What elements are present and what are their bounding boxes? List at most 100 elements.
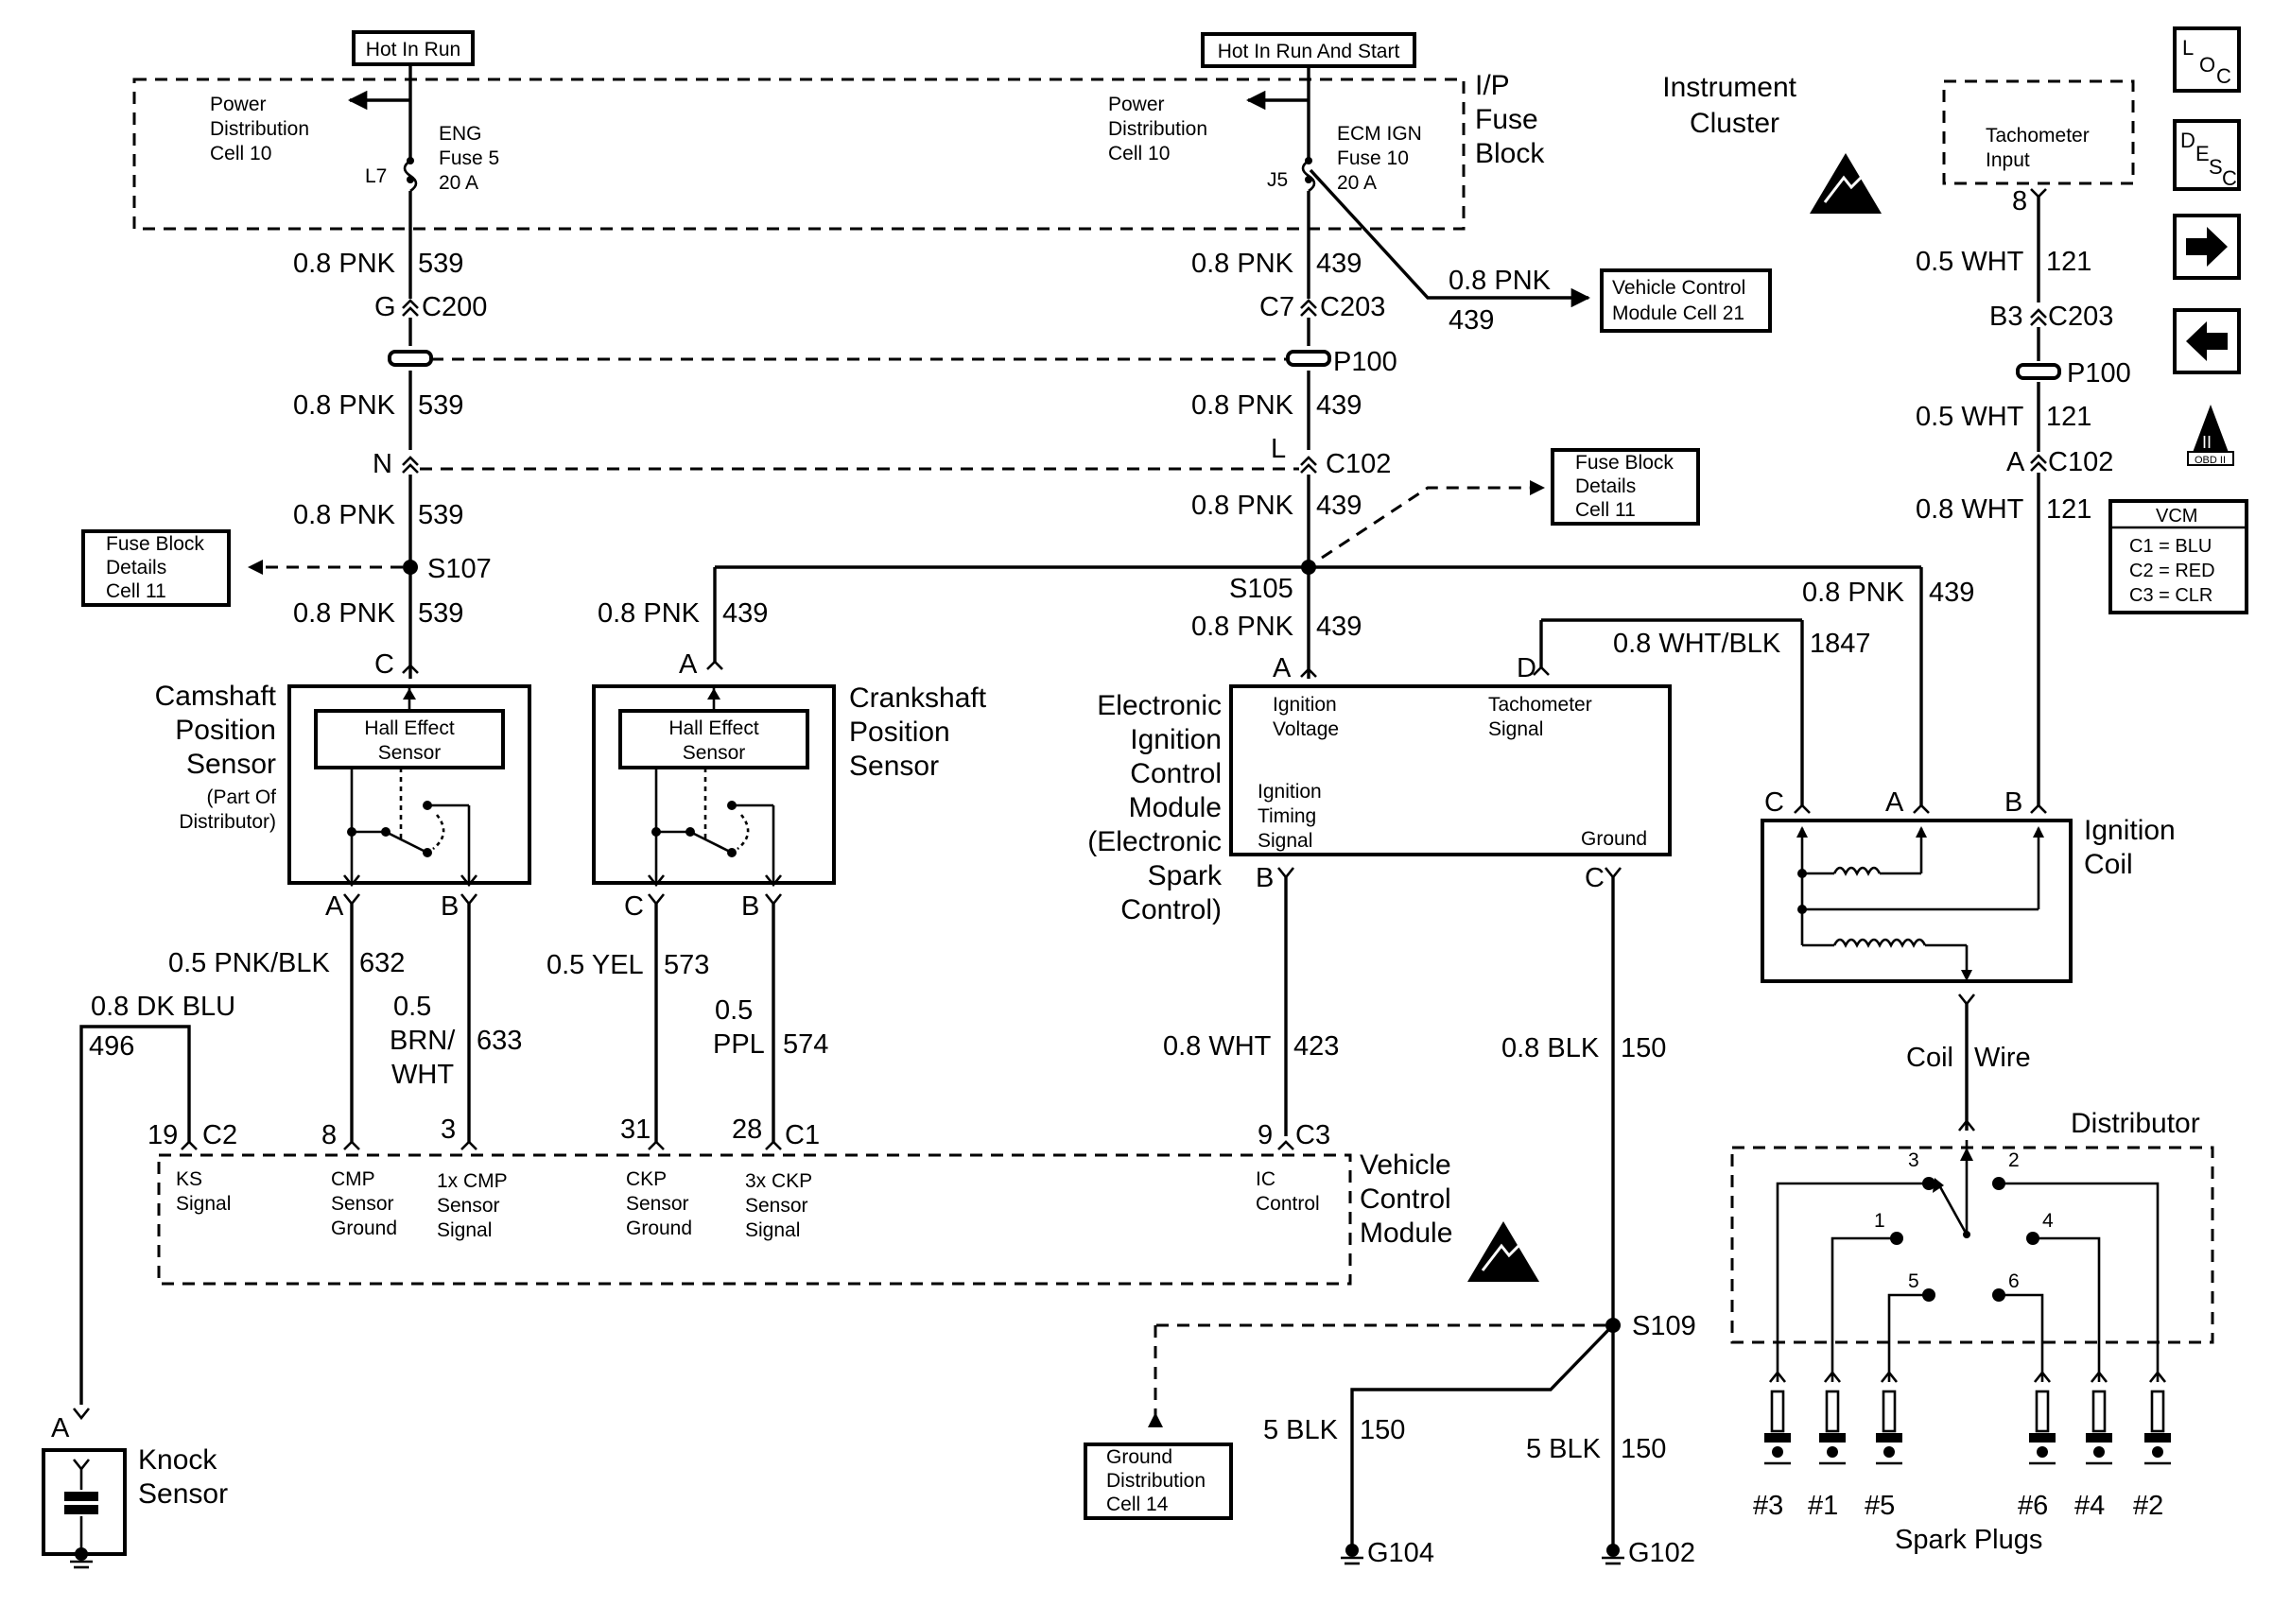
ecm-fuse-label-3: 20 A — [1337, 172, 1377, 194]
conn-c203-tach: C203 — [2048, 302, 2113, 332]
ground-dist-1: Ground — [1106, 1446, 1172, 1468]
wire-573-circuit: 573 — [664, 950, 709, 980]
obd-ii-icon: II OBD II — [2187, 405, 2234, 466]
esd-icon — [1467, 1221, 1539, 1282]
wire-539-color-1: 0.8 PNK — [293, 249, 396, 279]
eicm-timing-2: Timing — [1258, 805, 1316, 827]
ip-fuse-block: I/P Fuse Block — [132, 70, 1545, 231]
right-pdc-label-3: Cell 10 — [1108, 143, 1170, 164]
ground-circuit: S109 5 BLK 150 5 BLK 150 G104 G102 — [1148, 1311, 1696, 1568]
wire-121-color-1: 0.5 WHT — [1916, 247, 2024, 277]
vcm-pin-8: 8 — [321, 1120, 337, 1150]
knock-sensor-label-1: Knock — [138, 1444, 217, 1476]
svg-text:E: E — [2195, 142, 2210, 165]
vehicle-control-module: Vehicle Control Module KS Signal CMP Sen… — [147, 1114, 1539, 1286]
next-page-icon[interactable] — [2173, 214, 2241, 280]
instrument-cluster: Instrument Cluster Tachometer Input — [1662, 72, 2135, 214]
vcm21-wire-color: 0.8 PNK — [1449, 266, 1552, 296]
wire-632-circuit: 632 — [359, 948, 405, 978]
wire-439-circuit-2: 439 — [1316, 390, 1362, 421]
wire-539-color-2: 0.8 PNK — [293, 390, 396, 421]
fuse-block-details-ref-right[interactable]: Fuse Block Details Cell 11 — [1551, 448, 1700, 526]
splice-s105: S105 — [1229, 574, 1293, 604]
cmp-label-1: Camshaft — [155, 681, 277, 712]
conn-p100: P100 — [1333, 347, 1397, 377]
spark-plugs: #3 #1 #5 #6 #4 #2 Spark Plugs — [1753, 1370, 2171, 1555]
wire-1847-color: 0.8 WHT/BLK — [1613, 629, 1781, 659]
svg-text:O: O — [2199, 53, 2215, 77]
wire-121-circuit-1: 121 — [2046, 247, 2091, 277]
wire-633-circuit: 633 — [477, 1026, 522, 1056]
conn-g: G — [374, 292, 396, 322]
vcm-ckp-gnd-1: CKP — [626, 1168, 667, 1190]
vcm-legend: VCM C1 = BLU C2 = RED C3 = CLR — [2108, 499, 2248, 614]
vcm-legend-title: VCM — [2156, 506, 2197, 527]
conn-p100-tach: P100 — [2067, 358, 2131, 389]
cmp-hall-1: Hall Effect — [364, 717, 454, 739]
vcm-legend-c2: C2 = RED — [2129, 561, 2215, 581]
vcm21-ref-2: Module Cell 21 — [1612, 302, 1744, 324]
wire-633-color-2: BRN/ — [390, 1026, 456, 1056]
vcm-label-1: Vehicle — [1360, 1149, 1451, 1181]
wire-632-color: 0.5 PNK/BLK — [168, 948, 331, 978]
fuse-block-details-ref-left[interactable]: Fuse Block Details Cell 11 — [81, 529, 231, 607]
ckp-label-3: Sensor — [849, 751, 939, 782]
wire-439-color-3: 0.8 PNK — [1191, 491, 1294, 521]
hot-in-run-and-start-label: Hot In Run And Start — [1218, 41, 1400, 62]
obd-label: OBD II — [2195, 455, 2226, 466]
plug-label-4: #4 — [2074, 1491, 2105, 1521]
esd-icon — [1810, 153, 1882, 214]
distributor-label: Distributor — [2071, 1108, 2200, 1139]
vcm-ic-1: IC — [1256, 1168, 1275, 1190]
dist-term-5: 5 — [1908, 1270, 1919, 1292]
previous-page-icon[interactable] — [2173, 308, 2241, 374]
ground-distribution-ref[interactable]: Ground Distribution Cell 14 — [1084, 1443, 1233, 1520]
ckp-pin-b: B — [741, 891, 759, 922]
wire-539-circuit-1: 539 — [418, 249, 463, 279]
eicm-ground: Ground — [1581, 828, 1647, 850]
eicm-pin-a: A — [1273, 653, 1292, 683]
circuit-539: 0.8 PNK 539 G C200 0.8 PNK 539 N 0.8 PNK… — [248, 249, 492, 680]
wire-574-color-1: 0.5 — [715, 995, 753, 1026]
wire-150-circuit: 150 — [1621, 1033, 1666, 1063]
wire-496-color: 0.8 DK BLU — [91, 992, 235, 1022]
coil-wire-1: Coil — [1906, 1043, 1953, 1073]
vcm-cell-21-ref[interactable]: Vehicle Control Module Cell 21 — [1600, 268, 1772, 333]
vcm21-wire-circuit: 439 — [1449, 305, 1494, 336]
vcm-pin-31: 31 — [620, 1114, 651, 1145]
wire-150-g102-circuit: 150 — [1621, 1434, 1666, 1464]
vcm-cmp-gnd-2: Sensor — [331, 1193, 394, 1215]
wire-439-coil-circuit: 439 — [1929, 578, 1974, 608]
ecm-fuse-label-2: Fuse 10 — [1337, 147, 1409, 169]
electronic-ignition-control-module: Electronic Ignition Control Module (Elec… — [1087, 653, 1672, 925]
eicm-label-5: (Electronic — [1087, 826, 1222, 857]
vcm-cmp-gnd-1: CMP — [331, 1168, 375, 1190]
eicm-label-7: Control) — [1120, 894, 1222, 925]
instrument-cluster-label-1: Instrument — [1662, 72, 1796, 103]
eicm-tach-2: Signal — [1488, 718, 1543, 740]
svg-text:D: D — [2180, 129, 2195, 152]
tach-input-2: Input — [1986, 149, 2030, 171]
cmp-pin-c: C — [374, 649, 394, 680]
eicm-timing-3: Signal — [1258, 830, 1312, 852]
conn-c102-tach: C102 — [2048, 447, 2113, 477]
cmp-pin-a: A — [325, 891, 344, 922]
ecm-fuse-label-1: ECM IGN — [1337, 123, 1422, 145]
circuit-439: 0.8 PNK 439 C7 C203 P100 0.8 PNK 439 L C… — [598, 249, 1974, 805]
wire-439-ckp-color: 0.8 PNK — [598, 598, 701, 629]
coil-label-1: Ignition — [2084, 815, 2176, 846]
left-pdc-label-1: Power — [210, 94, 267, 115]
vcm21-ref-1: Vehicle Control — [1612, 277, 1745, 299]
wire-539-color-3: 0.8 PNK — [293, 500, 396, 530]
fbd-right-1: Fuse Block — [1575, 452, 1674, 474]
vcm-pin-19: 19 — [147, 1120, 178, 1150]
conn-c200: C200 — [422, 292, 487, 322]
vcm-3x-3: Signal — [745, 1219, 800, 1241]
eicm-ign-voltage-1: Ignition — [1273, 694, 1337, 716]
ks-pin-a: A — [51, 1413, 70, 1443]
wire-539-color-4: 0.8 PNK — [293, 598, 396, 629]
hot-in-run-label: Hot In Run — [366, 39, 460, 60]
plug-label-6: #6 — [2018, 1491, 2048, 1521]
